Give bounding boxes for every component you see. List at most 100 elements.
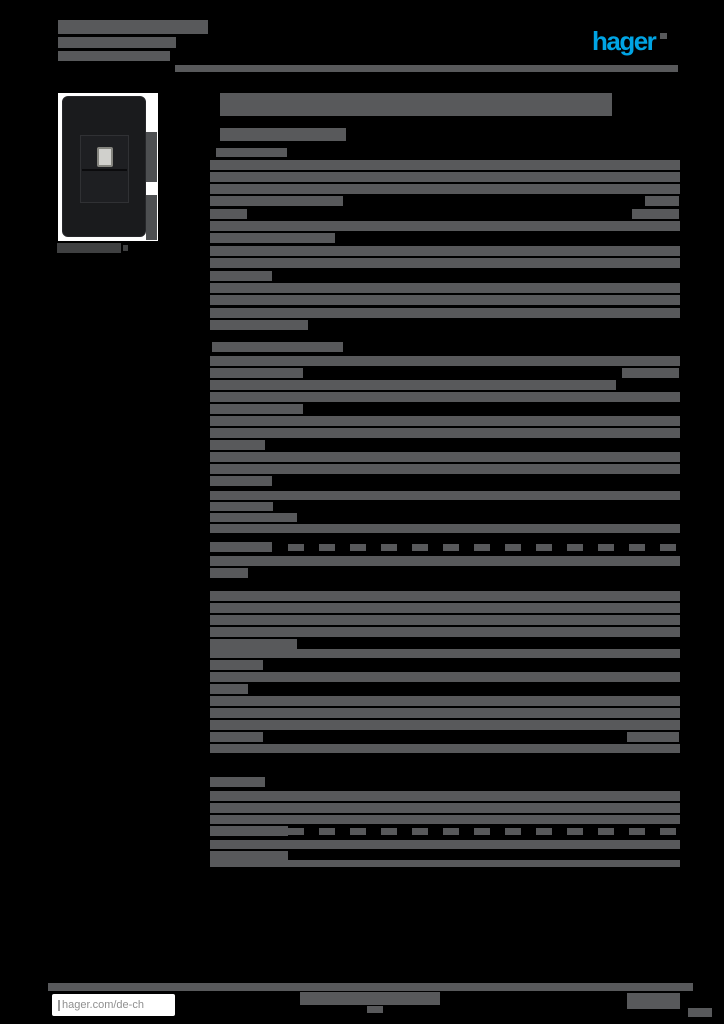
redacted-text-bar bbox=[210, 826, 288, 836]
redacted-text-bar bbox=[58, 37, 176, 48]
redacted-text-bar bbox=[210, 524, 680, 533]
redacted-text-bar bbox=[632, 209, 679, 219]
redacted-text-bar bbox=[210, 246, 680, 256]
redacted-text-bar bbox=[220, 128, 346, 141]
redacted-text-bar bbox=[210, 732, 263, 742]
footer-site-link[interactable]: hager.com/de-ch bbox=[62, 999, 144, 1011]
redacted-text-bar bbox=[536, 828, 552, 835]
redacted-text-bar bbox=[210, 404, 303, 414]
redacted-text-bar bbox=[505, 828, 521, 835]
redacted-text-bar bbox=[210, 696, 680, 706]
redacted-text-bar bbox=[123, 245, 128, 251]
redacted-text-bar bbox=[536, 544, 552, 551]
redacted-text-bar bbox=[48, 983, 693, 991]
redacted-text-bar bbox=[210, 184, 680, 194]
redacted-text-bar bbox=[210, 591, 680, 601]
redacted-text-bar bbox=[288, 544, 304, 551]
redacted-text-bar bbox=[210, 464, 680, 474]
redacted-text-bar bbox=[210, 380, 616, 390]
redacted-text-bar bbox=[350, 544, 366, 551]
redacted-text-bar bbox=[660, 828, 676, 835]
redacted-text-bar bbox=[210, 720, 680, 730]
redacted-text-bar bbox=[210, 428, 680, 438]
device-side-profile bbox=[146, 195, 157, 240]
redacted-text-bar bbox=[210, 744, 680, 753]
redacted-text-bar bbox=[210, 452, 680, 462]
redacted-text-bar bbox=[567, 544, 583, 551]
redacted-text-bar bbox=[210, 639, 297, 649]
redacted-text-bar bbox=[210, 502, 273, 511]
redacted-text-bar bbox=[210, 803, 680, 813]
redacted-text-bar bbox=[660, 33, 667, 39]
redacted-text-bar bbox=[210, 542, 272, 552]
redacted-text-bar bbox=[443, 544, 459, 551]
redacted-text-bar bbox=[212, 342, 343, 352]
redacted-text-bar bbox=[443, 828, 459, 835]
redacted-text-bar bbox=[175, 65, 678, 72]
redacted-text-bar bbox=[412, 544, 428, 551]
redacted-text-bar bbox=[210, 209, 247, 219]
redacted-text-bar bbox=[210, 615, 680, 625]
redacted-text-bar bbox=[210, 221, 680, 231]
redacted-text-bar bbox=[688, 1008, 712, 1017]
redacted-text-bar bbox=[381, 544, 397, 551]
redacted-text-bar bbox=[210, 791, 680, 801]
redacted-text-bar bbox=[57, 243, 121, 253]
redacted-text-bar bbox=[474, 828, 490, 835]
redacted-text-bar bbox=[350, 828, 366, 835]
redacted-text-bar bbox=[300, 992, 440, 1005]
hager-logo: hager bbox=[592, 26, 657, 56]
redacted-text-bar bbox=[210, 851, 288, 860]
redacted-text-bar bbox=[412, 828, 428, 835]
redacted-text-bar bbox=[210, 660, 263, 670]
redacted-text-bar bbox=[210, 860, 680, 867]
redacted-text-bar bbox=[288, 828, 304, 835]
redacted-text-bar bbox=[627, 732, 679, 742]
redacted-text-bar bbox=[598, 828, 614, 835]
redacted-text-bar bbox=[474, 544, 490, 551]
redacted-text-bar bbox=[210, 392, 680, 402]
redacted-text-bar bbox=[627, 993, 680, 1009]
redacted-text-bar bbox=[622, 368, 679, 378]
redacted-text-bar bbox=[505, 544, 521, 551]
redacted-text-bar bbox=[210, 815, 680, 824]
redacted-text-bar bbox=[645, 196, 679, 206]
switch-rocker-plate bbox=[80, 135, 129, 203]
device-side-profile bbox=[146, 132, 157, 182]
redacted-text-bar bbox=[210, 603, 680, 613]
led-indicator-window bbox=[97, 147, 113, 167]
footer-link-box[interactable]: hager.com/de-ch bbox=[52, 994, 175, 1016]
redacted-text-bar bbox=[210, 320, 308, 330]
redacted-text-bar bbox=[216, 148, 287, 157]
redacted-text-bar bbox=[210, 708, 680, 718]
redacted-text-bar bbox=[210, 777, 265, 787]
redacted-text-bar bbox=[210, 568, 248, 578]
redacted-text-bar bbox=[210, 233, 335, 243]
redacted-text-bar bbox=[210, 627, 680, 637]
redacted-text-bar bbox=[210, 440, 265, 450]
redacted-text-bar bbox=[629, 828, 645, 835]
redacted-text-bar bbox=[367, 1006, 383, 1013]
redacted-text-bar bbox=[210, 649, 680, 658]
redacted-text-bar bbox=[210, 295, 680, 305]
redacted-text-bar bbox=[629, 544, 645, 551]
redacted-text-bar bbox=[210, 258, 680, 268]
redacted-text-bar bbox=[210, 160, 680, 170]
redacted-text-bar bbox=[210, 283, 680, 293]
redacted-text-bar bbox=[210, 271, 272, 281]
redacted-text-bar bbox=[660, 544, 676, 551]
redacted-text-bar bbox=[210, 416, 680, 426]
redacted-text-bar bbox=[319, 544, 335, 551]
redacted-text-bar bbox=[210, 513, 297, 522]
redacted-text-bar bbox=[210, 308, 680, 318]
redacted-text-bar bbox=[58, 20, 208, 34]
redacted-text-bar bbox=[598, 544, 614, 551]
product-photo bbox=[58, 93, 158, 241]
redacted-text-bar bbox=[220, 93, 612, 116]
redacted-text-bar bbox=[210, 672, 680, 682]
redacted-text-bar bbox=[58, 51, 170, 61]
wall-switch-device bbox=[62, 96, 146, 237]
redacted-text-bar bbox=[381, 828, 397, 835]
redacted-text-bar bbox=[567, 828, 583, 835]
